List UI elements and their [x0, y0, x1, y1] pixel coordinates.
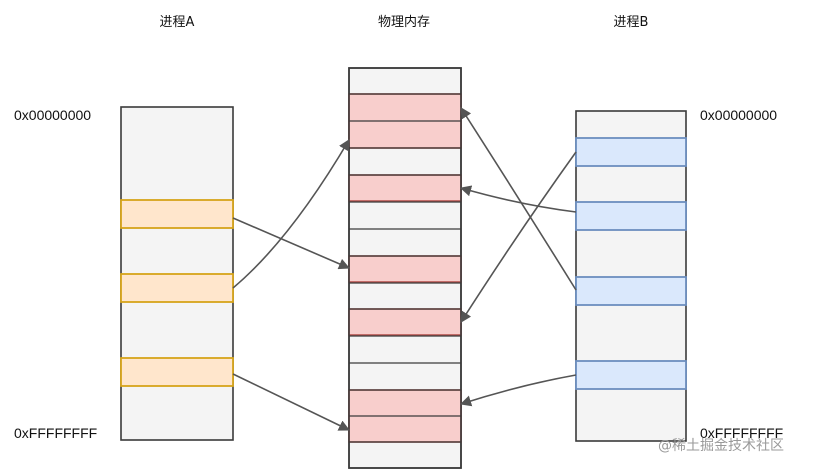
process-b-page-4: [575, 360, 687, 390]
process-b-page-1: [575, 137, 687, 167]
process-a-page-3: [120, 357, 234, 387]
mapping-arrow-b4: [459, 374, 577, 407]
mapping-arrow-a2: [232, 139, 350, 289]
process-b-end-address: 0xFFFFFFFF: [700, 425, 783, 441]
process-b-title: 进程B: [614, 15, 649, 30]
mapping-arrow-b2: [459, 185, 577, 213]
memory-page-3: [348, 255, 462, 283]
memory-page-separators: [349, 93, 461, 443]
mapping-arrow-a1: [232, 217, 351, 270]
mapping-arrow-b3: [460, 107, 577, 291]
memory-page-2: [348, 174, 462, 202]
mapping-arrow-b1: [460, 151, 577, 323]
physical-memory-column: [348, 67, 462, 469]
process-a-end-address: 0xFFFFFFFF: [14, 425, 97, 441]
process-a-page-2: [120, 273, 234, 303]
process-b-page-2: [575, 201, 687, 231]
process-a-title: 进程A: [160, 15, 195, 30]
memory-page-4: [348, 308, 462, 336]
watermark: @稀土掘金技术社区: [658, 438, 784, 454]
process-a-address-space: [120, 106, 234, 441]
mapping-arrows: [232, 107, 577, 431]
process-b-page-3: [575, 276, 687, 306]
process-b-address-space: [575, 110, 687, 442]
process-b-start-address: 0x00000000: [700, 107, 777, 123]
process-a-page-1: [120, 199, 234, 229]
physical-memory-title: 物理内存: [378, 14, 430, 30]
mapping-arrow-a3: [232, 373, 351, 431]
process-a-start-address: 0x00000000: [14, 107, 91, 123]
